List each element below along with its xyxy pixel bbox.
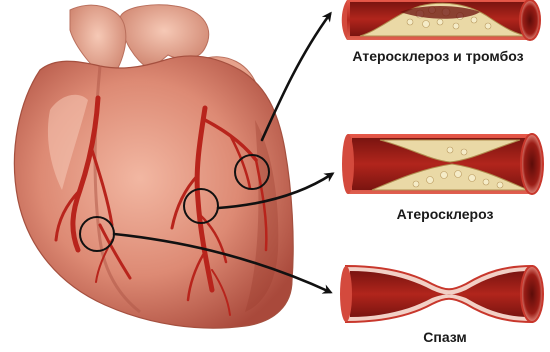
caption-thrombosis: Атеросклероз и тромбоз [326,48,550,64]
caption-atherosclerosis: Атеросклероз [340,206,550,222]
vessel-end [521,134,543,194]
vessel-end [521,266,543,322]
vessel-lumen [350,271,530,317]
caption-spasm: Спазм [340,329,550,345]
vessel-thrombosis-illustration [342,0,540,40]
heart-illustration [14,5,293,328]
vessel-end [520,0,540,40]
vessel-atherosclerosis-illustration [342,134,543,194]
vessel-spasm-illustration [340,266,543,322]
